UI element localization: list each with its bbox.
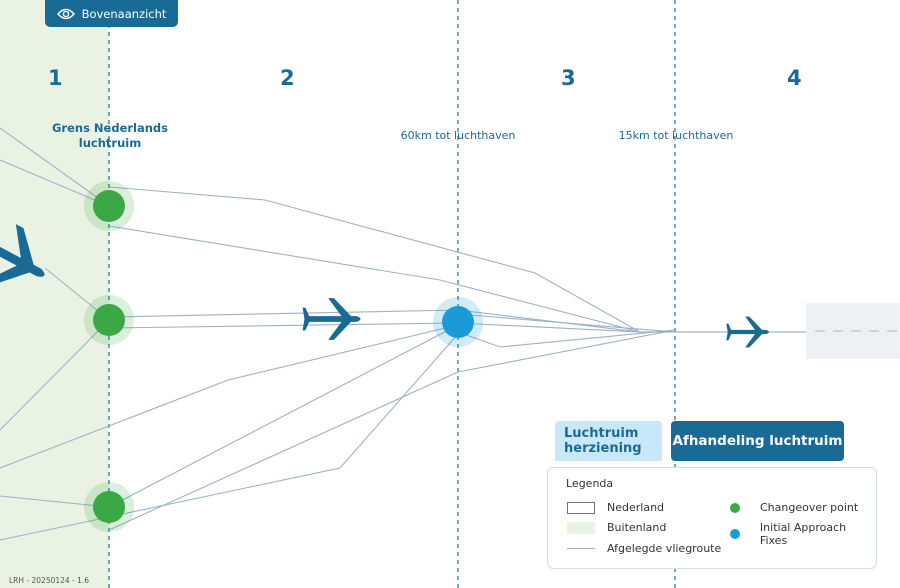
route-line [457,329,676,348]
legend-item-iaf: Initial Approach Fixes [722,521,876,547]
legend-item-nederland: Nederland [567,501,664,514]
legend-label: Nederland [607,501,665,514]
iaf-point [442,306,474,338]
legend-label: Initial Approach Fixes [759,521,847,547]
changeover-point [93,491,125,523]
nederland-swatch [567,501,595,514]
route-line [108,225,641,333]
legend-label: Changeover point [760,501,859,514]
tab-luchtruim-herziening[interactable]: Luchtruim herziening [555,421,662,461]
initial-approach-fix [433,297,483,347]
zone-number-1: 1 [48,66,63,90]
top-view-label: Bovenaanzicht [81,6,167,21]
changeover-dot-icon [730,502,740,513]
legend-item-route: Afgelegde vliegroute [567,542,721,555]
buitenland-swatch [567,521,595,534]
foreign-airspace-area [0,0,109,588]
eye-icon [56,8,75,19]
label-15km: 15km tot luchthaven [618,129,734,142]
label-60km: 60km tot luchthaven [400,129,516,142]
zone-number-4: 4 [787,66,802,90]
zone-number-3: 3 [561,66,576,90]
route-line [0,324,459,469]
tab-handling-label: Afhandeling luchtruim [672,433,843,449]
route-line [108,329,676,531]
changeover-point [93,190,125,222]
route-swatch [567,548,595,549]
route-line [108,309,641,333]
airplane-icon [726,316,769,348]
route-line [0,127,110,207]
legend-label: Afgelegde vliegroute [607,542,722,555]
route-line [108,186,641,333]
iaf-dot-icon [730,529,740,539]
border-label-line2: luchtruim [78,136,142,150]
tab-revision-line2: herziening [564,441,642,456]
legend-item-changeover: Changeover point [722,501,858,514]
legend: Legenda Nederland Buitenland Afgelegde v… [547,467,877,569]
tab-revision-line1: Luchtruim [564,426,639,441]
version-footer: LRH - 20250124 - 1.6 [9,576,90,585]
route-line [108,322,641,333]
zone-number-2: 2 [280,66,295,90]
legend-item-buitenland: Buitenland [567,521,666,534]
route-line [0,319,110,431]
legend-title: Legenda [566,477,614,490]
route-line [457,313,676,333]
border-label-line1: Grens Nederlands [51,121,169,135]
airplane-icon [302,298,361,340]
legend-label: Buitenland [607,521,667,534]
changeover-point [93,304,125,336]
route-line [0,159,110,207]
border-label: Grens Nederlands luchtruim [50,121,170,151]
top-view-button[interactable]: Bovenaanzicht [45,0,178,27]
changeover-points [84,181,134,532]
tab-afhandeling-luchtruim[interactable]: Afhandeling luchtruim [671,421,844,461]
